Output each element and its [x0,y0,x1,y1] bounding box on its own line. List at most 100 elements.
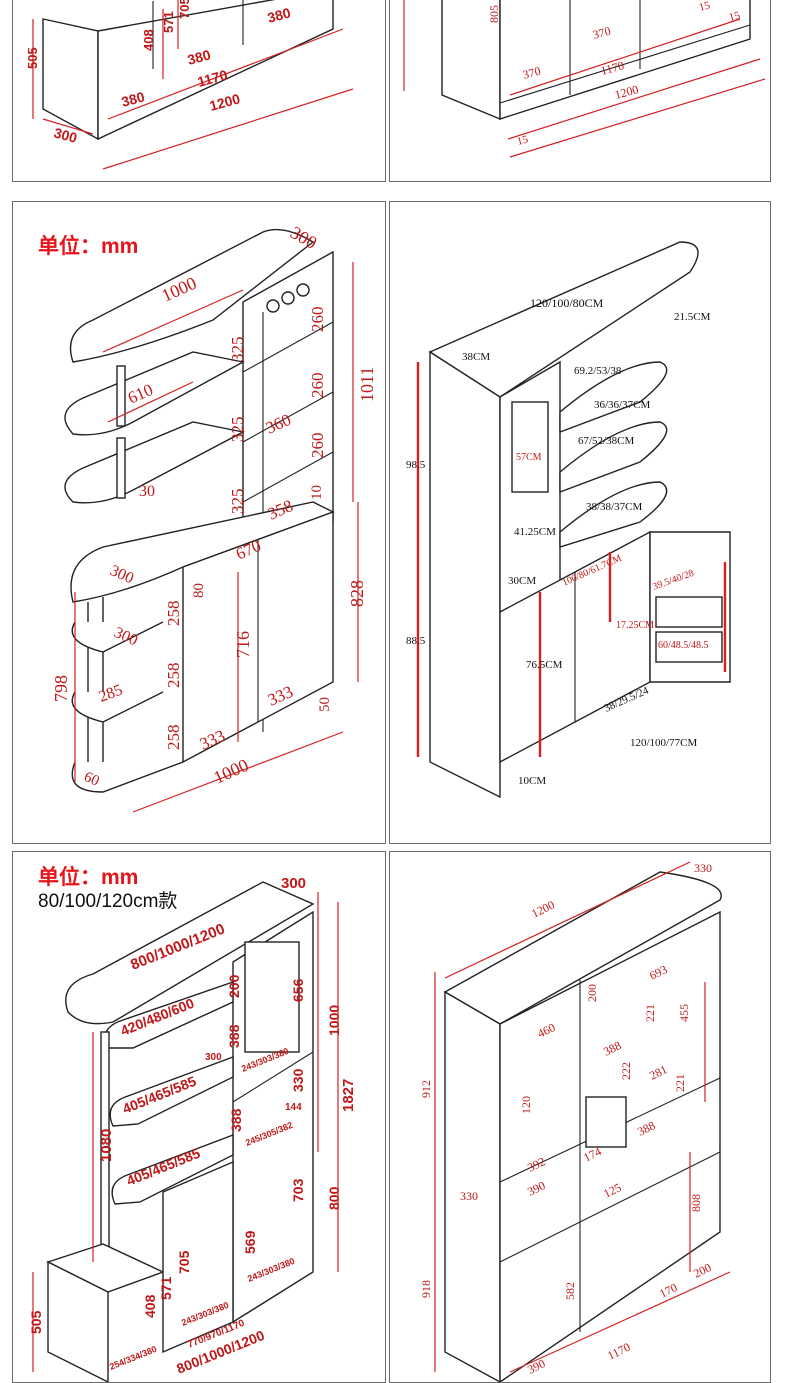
dim-408: 408 [141,29,156,51]
dim-330-top: 330 [694,861,712,875]
dim-380-b: 380 [186,46,213,68]
dim-120: 120 [519,1096,533,1114]
dim-21-5: 21.5CM [674,311,711,323]
dim-200-top: 200 [585,984,599,1002]
dim-705: 705 [177,0,192,19]
panel-shelf-unit-80-120: 单位：mm 80/100/120cm款 300 800/1000/1200 20… [12,851,386,1383]
dim-260-c: 260 [308,433,327,459]
dim-505: 505 [25,47,40,69]
unit-label: 单位：mm [38,866,139,889]
dim-1000-bottom: 1000 [210,755,251,788]
dim-1170: 1170 [605,1340,632,1363]
dim-80: 80 [191,583,207,598]
unit-label: 单位：mm [38,235,139,258]
panel-cabinet-doors: 805 370 370 1170 1200 15 15 15 [389,0,771,182]
dim-38cm: 38CM [462,351,490,363]
dim-36-36-37: 36/36/37CM [594,399,650,411]
dim-76-5: 76.5CM [526,659,563,671]
dim-30cm: 30CM [508,575,536,587]
panel-cabinet-1200: 505 408 571 705 380 380 380 1170 1200 30… [12,0,386,182]
dim-120-100-80: 120/100/80CM [530,296,604,310]
dim-325-c: 325 [228,489,247,515]
dim-260-a: 260 [308,307,327,333]
dim-120-100-77: 120/100/77CM [630,737,697,749]
dim-912: 912 [419,1080,433,1098]
dim-254-334-380: 254/334/380 [108,1344,158,1372]
dim-1200: 1200 [208,90,242,114]
dim-57cm: 57CM [516,452,542,463]
dim-330: 330 [290,1068,306,1092]
dim-1170: 1170 [196,67,230,90]
dim-1080: 1080 [98,1129,115,1162]
dim-67-52-38: 67/52/38CM [578,435,634,447]
dim-1200: 1200 [529,898,557,921]
dim-325-b: 325 [228,417,247,443]
dim-88-5: 88.5 [406,635,426,647]
panel-cabinet-cm: 120/100/80CM 21.5CM 38CM 69.2/53/38 36/3… [389,201,771,844]
dim-50: 50 [317,697,333,712]
dim-222: 222 [619,1062,633,1080]
drawing-shelf-unit-1000: 300 1000 610 30 300 260 260 260 1011 325… [51,222,377,813]
dim-69-2: 69.2/53/38 [574,365,622,377]
dim-260-b: 260 [308,373,327,399]
dim-582: 582 [563,1282,577,1300]
dim-388-a: 388 [226,1024,242,1048]
dim-60: 60 [81,769,101,790]
drawing-cabinet-1200: 505 408 571 705 380 380 380 1170 1200 30… [25,0,354,170]
dim-1170: 1170 [599,58,625,78]
dim-380-c: 380 [120,88,147,110]
dim-918: 918 [419,1280,433,1298]
dim-221-a: 221 [643,1004,657,1022]
panel-wine-cabinet: 330 1200 200 693 460 388 221 455 912 120… [389,851,771,1383]
dim-569: 569 [242,1230,258,1254]
dim-221-b: 221 [673,1074,687,1092]
drawing-wine-cabinet: 330 1200 200 693 460 388 221 455 912 120… [419,861,731,1382]
dim-10cm: 10CM [518,775,546,787]
dim-798: 798 [51,675,71,702]
dim-30: 30 [139,483,155,500]
dim-571: 571 [158,1276,174,1300]
dim-716: 716 [233,631,253,658]
dim-144: 144 [285,1102,302,1113]
dim-170: 170 [657,1280,679,1300]
dim-325-a: 325 [228,337,247,363]
dim-15-a: 15 [516,133,530,148]
dim-17-25: 17.25CM [616,620,654,631]
dim-370-a: 370 [521,64,542,82]
model-label: 80/100/120cm款 [38,891,178,912]
drawing-cabinet-cm: 120/100/80CM 21.5CM 38CM 69.2/53/38 36/3… [406,241,731,799]
dim-98-5: 98.5 [406,459,426,471]
dim-258-c: 258 [164,725,183,751]
drawing-shelf-unit-80-120: 300 800/1000/1200 200 656 1000 420/480/6… [28,875,357,1382]
panel-shelf-unit-1000: 单位：mm 300 1000 [12,201,386,844]
dim-805: 805 [487,5,501,23]
dim-1827: 1827 [340,1079,357,1112]
dim-300: 300 [52,124,79,146]
dim-1200: 1200 [613,82,640,102]
dim-330-side: 330 [460,1189,478,1203]
dim-828: 828 [347,580,367,607]
dim-258-b: 258 [164,663,183,689]
dim-370-b: 370 [591,24,612,42]
dim-455: 455 [677,1004,691,1022]
dim-41-25: 41.25CM [514,526,556,538]
dim-1000: 1000 [326,1005,342,1036]
dim-571: 571 [161,11,176,33]
dim-38-38-37: 38/38/37CM [586,501,642,513]
dim-258-a: 258 [164,601,183,627]
dim-15-c: 15 [698,0,712,14]
drawing-cabinet-doors: 805 370 370 1170 1200 15 15 15 [403,0,766,158]
dim-300: 300 [281,875,306,892]
dim-200-bottom: 200 [691,1260,713,1280]
dim-200: 200 [226,974,242,998]
dim-15-b: 15 [728,9,742,24]
dim-388-b: 388 [228,1108,244,1132]
dim-808: 808 [689,1194,703,1212]
dim-60-48: 60/48.5/48.5 [658,640,709,651]
dim-300-small: 300 [205,1052,222,1063]
dim-1011: 1011 [357,367,377,402]
dim-656: 656 [290,978,306,1002]
dim-505: 505 [28,1310,44,1334]
dim-705: 705 [176,1250,192,1274]
dim-380-a: 380 [266,4,293,26]
